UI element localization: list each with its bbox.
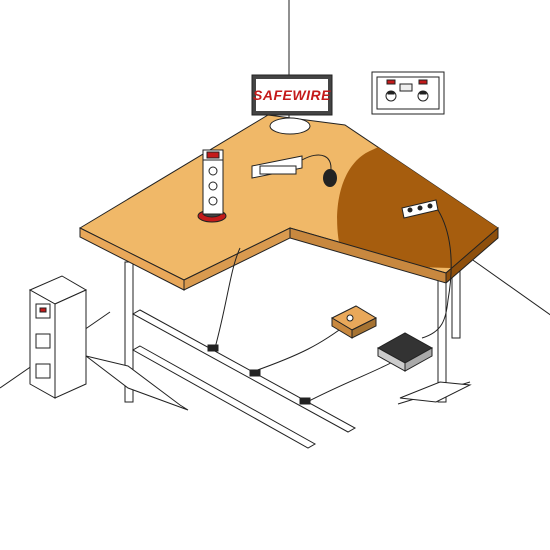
desk-power-module (251, 155, 303, 179)
wall-double-socket (371, 71, 445, 115)
floor-standing-tower (28, 275, 88, 399)
desk-cable-grommet (269, 117, 311, 135)
mouse (323, 169, 337, 187)
wall-monitor-sign: SAFEWIRE (251, 74, 333, 116)
floor-box-brass (330, 305, 378, 339)
floor-trunking-track (131, 309, 357, 449)
desk-mounted-power-strip (401, 199, 439, 219)
safewire-logo: SAFEWIRE (253, 87, 331, 103)
pop-up-tower-socket (197, 149, 227, 223)
floor-box-black (376, 332, 434, 372)
